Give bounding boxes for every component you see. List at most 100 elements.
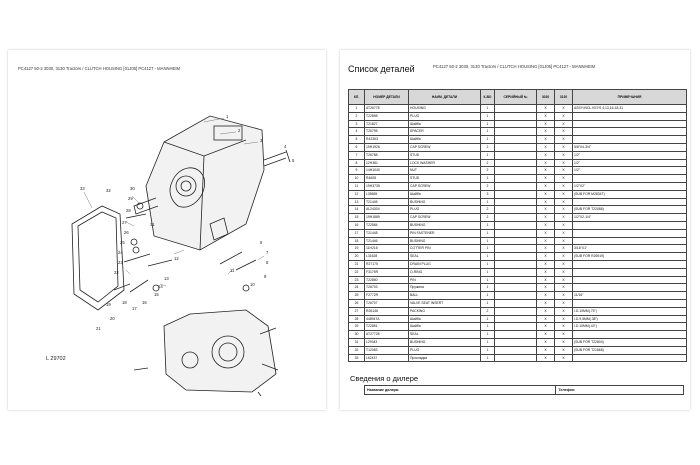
table-cell: 1 [480,314,495,324]
table-cell: 1/2" [572,158,687,168]
dealer-info-table: Название дилера: Телефон: [363,385,684,395]
table-cell: X [554,236,573,246]
table-cell: 4 [348,127,365,137]
table-cell [572,197,687,207]
table-cell: 1 [480,259,495,269]
table-cell: 19 [348,244,365,254]
table-cell: 19H1889 [364,213,409,222]
table-cell: X [554,244,573,254]
table-cell [494,220,537,230]
table-cell: X [554,127,573,137]
table-cell: X [554,220,573,230]
clutch-housing-exploded-view: 1 2 3 4 5 6 7 8 9 10 11 12 13 14 15 16 1… [71,114,295,396]
table-cell: ASSY,INCL.KEYS 4,13,16-18,31 [572,104,687,113]
table-cell [494,181,537,191]
parts-list-page: Список деталей PC4127 50-2 3030, 3130 Tr… [340,50,690,410]
table-cell: X [536,111,555,121]
callout-18: 18 [122,300,127,305]
table-cell: COTTER PIN [408,244,481,254]
callout-26: 26 [124,230,129,235]
table-cell: 14 [348,205,365,215]
table-cell: X [536,135,555,144]
table-cell [572,111,687,121]
callout-21: 21 [96,326,101,331]
parts-table: КЛ. НОМЕР ДЕТАЛИ НАИМ. ДЕТАЛИ К-ВО СЕРИЙ… [348,89,687,363]
table-cell: X [536,127,555,137]
table-cell: X [536,345,555,355]
table-cell: X [536,142,555,152]
table-cell: 1 [480,220,495,230]
table-cell: X [554,322,573,332]
table-cell: 1/2" [572,166,687,176]
callout-11: 11 [230,268,235,273]
table-cell: X [536,166,555,176]
table-cell: X [554,337,573,347]
callout-31: 31 [150,222,155,227]
table-cell: X [554,166,573,176]
table-cell [572,298,687,308]
table-cell [572,283,687,293]
callout-33: 33 [80,186,85,191]
col-3030: 3030 [536,89,555,105]
table-cell: X [536,267,555,277]
callout-1: 1 [226,114,229,119]
table-cell: X [554,306,573,316]
table-cell: SEAL [408,330,481,339]
table-cell: X [554,259,573,269]
table-cell: X [554,205,573,215]
table-cell [572,119,687,129]
table-cell [494,353,537,363]
table-cell [494,267,537,277]
callout-27: 27 [122,220,127,225]
table-cell: 1 [480,236,495,246]
table-cell [494,252,537,261]
table-cell [572,135,687,144]
table-cell: 1 [480,291,495,300]
table-cell: T21827 [364,119,409,129]
table-cell: 31 [348,337,365,347]
callout-4: 4 [284,144,287,149]
table-cell: 16 [348,220,365,230]
table-cell: L31628 [364,252,409,261]
table-cell: Пружина [408,283,481,293]
col-key: КЛ. [348,89,365,105]
table-cell: 1 [480,322,495,332]
table-cell: 11 [348,181,365,191]
table-cell: 2 [480,166,495,176]
table-cell [494,291,537,300]
table-cell: X [554,119,573,129]
figure-id: L 29702 [46,356,66,362]
table-cell: X [536,283,555,293]
table-cell: BALL [408,291,481,300]
table-cell: 29 [348,322,365,332]
table-cell: 12H381 [364,158,409,168]
col-notes: ПРИМЕЧАНИЯ [572,89,687,105]
table-cell [494,189,537,199]
table-cell: X [536,213,555,222]
table-cell [494,259,537,269]
table-cell: T22584 [364,220,409,230]
table-cell: 1 [480,104,495,113]
table-cell: X [554,228,573,238]
table-cell [572,174,687,183]
table-cell: AT27728 [364,330,409,339]
table-cell: 3/16"X1" [572,244,687,254]
table-cell: 18 [348,236,365,246]
table-cell [494,306,537,316]
table-cell: 25 [348,291,365,300]
table-cell: 1/2" [572,150,687,160]
table-cell: X [536,150,555,160]
table-cell: HOUSING [408,104,481,113]
callout-12: 12 [174,256,179,261]
table-cell: 28 [348,314,365,324]
